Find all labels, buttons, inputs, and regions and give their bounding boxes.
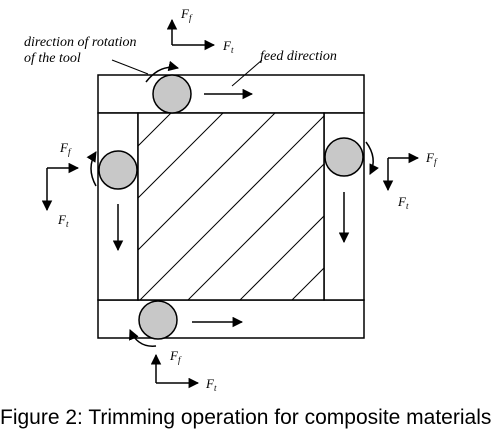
rotation-arrow-left (86, 151, 97, 187)
bottom-edge-strip (97, 299, 365, 339)
force-label-right-ff: Ff (425, 150, 438, 167)
force-axes-right (382, 152, 420, 192)
workpiece (137, 112, 325, 301)
feed-direction-label: feed direction (260, 49, 337, 64)
rotation-leader-line (111, 59, 149, 75)
rotation-label-line2: of the tool (24, 51, 81, 66)
workpiece-hatching (138, 113, 324, 300)
tool-top (152, 74, 192, 114)
rotation-arrow-right (365, 141, 379, 175)
force-label-left-ff: Ff (59, 140, 72, 157)
trimming-diagram: direction of rotation of the tool feed d… (24, 6, 438, 393)
tool-left (98, 150, 138, 190)
tool-bottom (138, 300, 178, 340)
rotation-arrow-bottom (129, 329, 157, 347)
force-label-left-ft: Ft (57, 212, 69, 229)
feed-leader-line (231, 59, 263, 87)
force-label-right-ft: Ft (397, 194, 409, 211)
force-axes-top (166, 18, 216, 51)
rotation-label-line1: direction of rotation (24, 35, 137, 50)
force-axes-bottom (150, 353, 200, 389)
force-label-top-ft: Ft (222, 38, 234, 55)
tool-right (324, 137, 364, 177)
force-label-bottom-ff: Ff (169, 348, 182, 365)
force-label-top-ff: Ff (180, 6, 193, 23)
rotation-arrow-top (145, 60, 180, 83)
figure-caption: Figure 2: Trimming operation for composi… (0, 406, 491, 429)
force-axes-left (41, 162, 80, 212)
force-label-bottom-ft: Ft (205, 376, 217, 393)
